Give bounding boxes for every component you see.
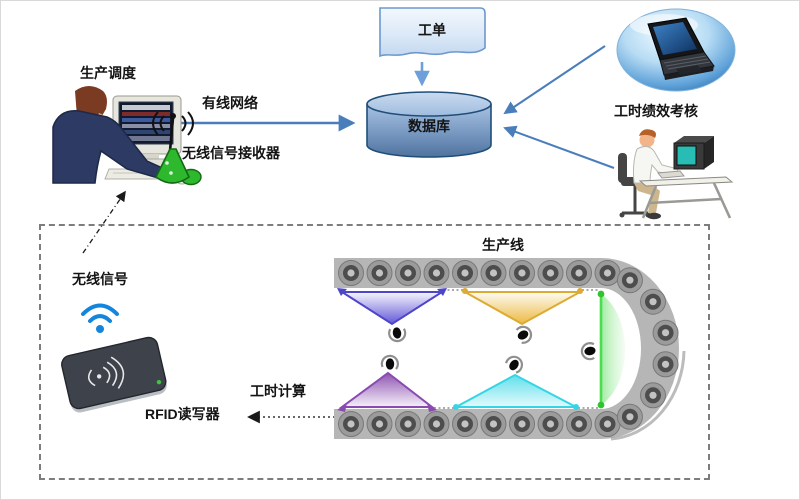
wireless-receiver-label: 无线信号接收器 — [182, 145, 280, 161]
desk-top — [638, 176, 734, 187]
conveyor-roller — [509, 411, 535, 437]
conveyor-roller — [423, 260, 450, 286]
conveyor-roller — [566, 260, 592, 286]
work-order-document — [379, 7, 486, 58]
conveyor-roller — [652, 351, 679, 378]
conveyor-roller — [395, 411, 421, 437]
antenna-tip — [170, 113, 176, 119]
laptop-icon — [647, 17, 715, 80]
database-cylinder — [366, 91, 492, 158]
workshop-boundary — [39, 224, 710, 480]
worker-icon — [388, 327, 407, 343]
work-zone-purple — [337, 371, 437, 412]
antenna-cone — [154, 148, 191, 184]
wired-network-label: 有线网络 — [202, 95, 258, 111]
laptop-sphere — [616, 8, 736, 92]
conveyor-roller — [509, 260, 535, 286]
conveyor-belt — [334, 258, 686, 441]
head — [639, 132, 655, 148]
conveyor-roller — [338, 411, 364, 437]
conveyor-roller — [616, 267, 643, 294]
production-line-label: 生产线 — [482, 237, 524, 253]
cylinder-top — [366, 91, 492, 117]
assessor-person — [632, 129, 679, 220]
antenna-rod — [168, 117, 175, 152]
arrow-laptop-to-database — [503, 45, 606, 115]
conveyor-roller — [480, 260, 507, 286]
conveyor-roller — [452, 260, 478, 286]
work-order-label: 工单 — [418, 22, 446, 38]
database-label: 数据库 — [408, 118, 450, 134]
conveyor-roller — [452, 411, 478, 437]
work-zone-green — [597, 290, 626, 409]
conveyor-roller — [395, 260, 421, 286]
work-zone-gold — [461, 288, 583, 326]
monitor-neck — [137, 154, 159, 159]
work-zone-indigo — [337, 288, 447, 326]
assessor-desk — [618, 129, 734, 220]
hair — [639, 129, 656, 138]
device-led — [156, 379, 162, 385]
crt-screen — [676, 145, 697, 166]
suit-body — [52, 110, 170, 184]
rfid-reader-device — [53, 331, 175, 417]
cylinder-body — [366, 104, 492, 158]
shirt — [632, 145, 679, 184]
conveyor-roller — [537, 260, 564, 286]
conveyor-roller — [480, 411, 507, 437]
conveyor-roller — [594, 411, 621, 437]
rfid-reader-label: RFID读写器 — [145, 406, 220, 422]
worker-icon — [515, 325, 533, 344]
assessment-label: 工时绩效考核 — [614, 103, 698, 119]
conveyor-roller — [537, 411, 564, 437]
conveyor-roller — [566, 411, 592, 437]
device-face — [61, 336, 167, 410]
belt-edge-dots — [434, 289, 599, 409]
screen-content — [122, 105, 170, 141]
scheduler-workstation — [52, 86, 189, 185]
wifi-icon — [81, 303, 119, 333]
conveyor-roller — [640, 382, 667, 409]
conveyor-roller — [366, 411, 393, 437]
desk-computer — [638, 136, 734, 219]
conveyor-roller — [366, 260, 393, 286]
rfid-logo — [87, 356, 125, 389]
conveyor-roller — [652, 319, 679, 346]
wireless-signal-label: 无线信号 — [72, 271, 128, 287]
desk-legs — [641, 182, 732, 219]
document-shape — [379, 7, 486, 58]
work-zone-cyan — [453, 373, 579, 410]
conveyor-rollers — [338, 260, 679, 437]
worker-icon — [505, 355, 524, 374]
conveyor-roller — [616, 403, 643, 430]
shoe — [647, 212, 661, 220]
conveyor-roller — [338, 260, 364, 286]
scheduler-label: 生产调度 — [80, 65, 136, 81]
conveyor-roller — [423, 411, 450, 437]
conveyor-roller — [640, 288, 667, 315]
worker-icon — [380, 354, 399, 370]
worker-icon — [580, 342, 596, 361]
line-workers — [380, 325, 596, 374]
arrow-assessor-to-database — [503, 125, 615, 169]
work-hour-label: 工时计算 — [250, 383, 306, 399]
conveyor-roller — [594, 260, 621, 286]
